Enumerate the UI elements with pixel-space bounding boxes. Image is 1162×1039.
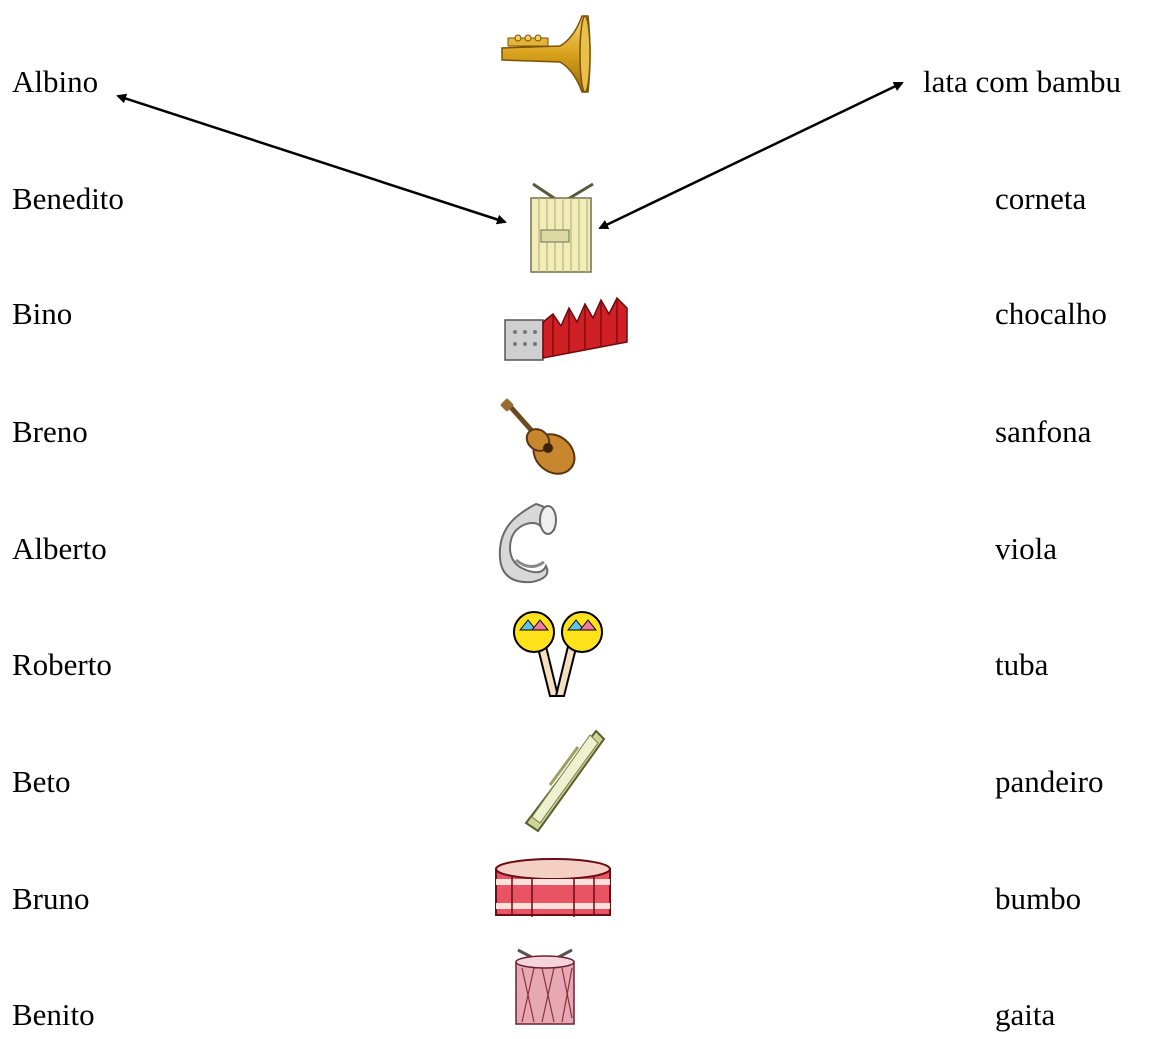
drum-box-icon: [527, 180, 599, 273]
name-label: Benito: [12, 997, 95, 1032]
instrument-label: sanfona: [995, 414, 1092, 449]
arrow-lata-to-box: [598, 81, 904, 230]
instrument-label: lata com bambu: [923, 64, 1121, 99]
tall-drum-icon: [512, 948, 578, 1026]
name-label: Bruno: [12, 881, 90, 916]
name-label: Albino: [12, 64, 99, 99]
name-label: Breno: [12, 414, 88, 449]
instrument-label: corneta: [995, 181, 1087, 216]
guitar-icon: [500, 398, 580, 480]
maracas-icon: [506, 610, 610, 700]
name-label: Bino: [12, 296, 73, 331]
tuba-icon: [496, 500, 562, 584]
instrument-label: chocalho: [995, 296, 1107, 331]
snare-drum-icon: [492, 855, 614, 923]
trumpet-icon: [500, 12, 592, 96]
harmonica-icon: [520, 725, 608, 835]
accordion-icon: [503, 292, 631, 364]
instrument-label: pandeiro: [995, 764, 1104, 799]
arrow-albino-to-box: [116, 93, 507, 225]
name-label: Benedito: [12, 181, 124, 216]
name-label: Alberto: [12, 531, 107, 566]
instrument-label: tuba: [995, 647, 1049, 682]
name-label: Roberto: [12, 647, 112, 682]
name-label: Beto: [12, 764, 71, 799]
instrument-label: viola: [995, 531, 1057, 566]
instrument-label: gaita: [995, 997, 1056, 1032]
instrument-label: bumbo: [995, 881, 1082, 916]
